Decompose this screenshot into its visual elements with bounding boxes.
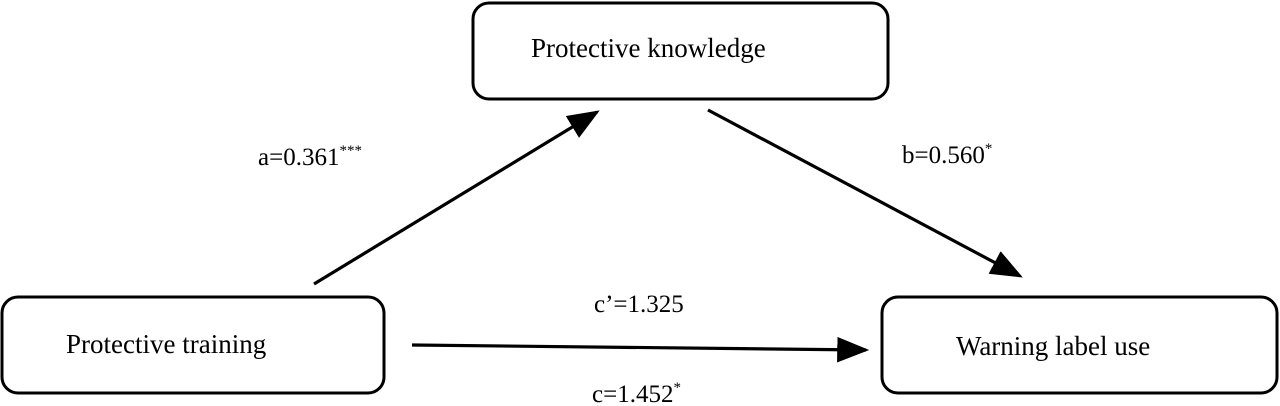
coef-label-c: c=1.452* — [592, 380, 681, 406]
node-label-warning: Warning label use — [956, 331, 1150, 361]
coef-label-b: b=0.560* — [902, 141, 992, 169]
node-label-training: Protective training — [66, 329, 266, 359]
node-box-training — [0, 295, 386, 395]
coef-label-a: a=0.361*** — [258, 143, 362, 171]
arrow-path-a — [313, 110, 600, 286]
node-warning-label-use: Warning label use — [880, 295, 1279, 395]
node-label-knowledge: Protective knowledge — [531, 33, 766, 63]
coef-a-value: a=0.361 — [258, 144, 339, 171]
coef-a-sig: *** — [339, 143, 362, 159]
coef-b-sig: * — [985, 141, 993, 157]
node-protective-knowledge: Protective knowledge — [471, 1, 890, 101]
arrow-path-c — [411, 336, 870, 363]
coef-c-prime-value: c’=1.325 — [594, 291, 684, 318]
coef-label-c-prime: c’=1.325 — [594, 291, 684, 318]
coef-b-value: b=0.560 — [902, 142, 985, 169]
node-box-warning — [880, 295, 1279, 395]
node-box-knowledge — [471, 1, 890, 101]
coef-c-value: c=1.452 — [592, 381, 673, 406]
node-protective-training: Protective training — [0, 295, 386, 395]
coef-c-sig: * — [673, 380, 681, 396]
arrow-path-b — [707, 108, 1023, 278]
